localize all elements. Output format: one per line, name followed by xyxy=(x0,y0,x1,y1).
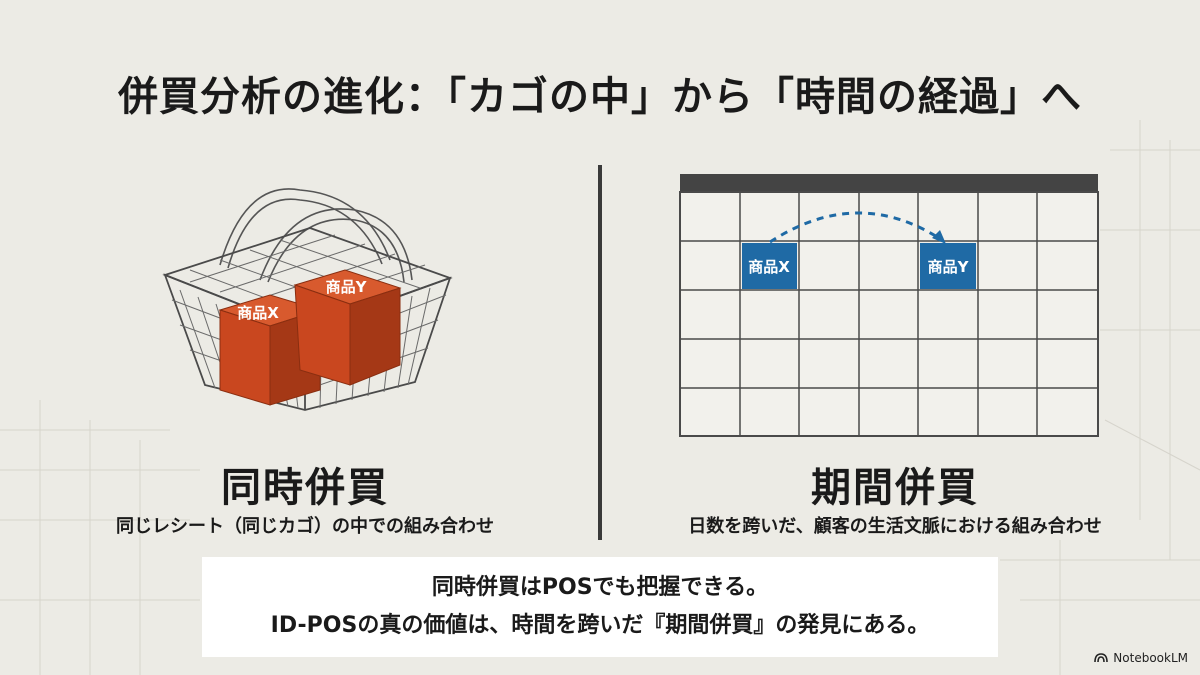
callout-line-2: ID-POSの真の価値は、時間を跨いだ『期間併買』の発見にある。 xyxy=(270,613,930,638)
brand-watermark: NotebookLM xyxy=(1094,651,1188,665)
calendar-item-x-label: 商品X xyxy=(748,258,790,276)
basket-item-y-label: 商品Y xyxy=(326,278,368,296)
brand-label: NotebookLM xyxy=(1113,651,1188,665)
notebooklm-logo-icon xyxy=(1094,653,1109,663)
right-panel-subtitle: 日数を跨いだ、顧客の生活文脈における組み合わせ xyxy=(688,516,1102,537)
arrow-head-icon xyxy=(932,230,946,244)
callout-box: 同時併買はPOSでも把握できる。 ID-POSの真の価値は、時間を跨いだ『期間併… xyxy=(202,557,998,657)
shopping-basket-icon: 商品X 商品Y xyxy=(162,188,453,411)
calendar-cell-product-y xyxy=(920,243,976,289)
left-panel-subtitle: 同じレシート（同じカゴ）の中での組み合わせ xyxy=(116,516,494,537)
left-panel-heading: 同時併買 xyxy=(221,465,389,511)
dashed-arrow xyxy=(769,211,943,244)
page-title: 併買分析の進化：「カゴの中」から「時間の経過」へ xyxy=(118,74,1082,120)
calendar-grid: 商品X 商品Y xyxy=(679,174,1099,437)
panel-divider xyxy=(598,165,602,540)
callout-line-1: 同時併買はPOSでも把握できる。 xyxy=(431,575,769,600)
product-box-y xyxy=(293,269,402,386)
calendar-cell-product-x xyxy=(742,243,797,289)
basket-item-x-label: 商品X xyxy=(237,304,279,322)
right-panel-heading: 期間併買 xyxy=(811,465,979,511)
calendar-item-y-label: 商品Y xyxy=(928,258,970,276)
